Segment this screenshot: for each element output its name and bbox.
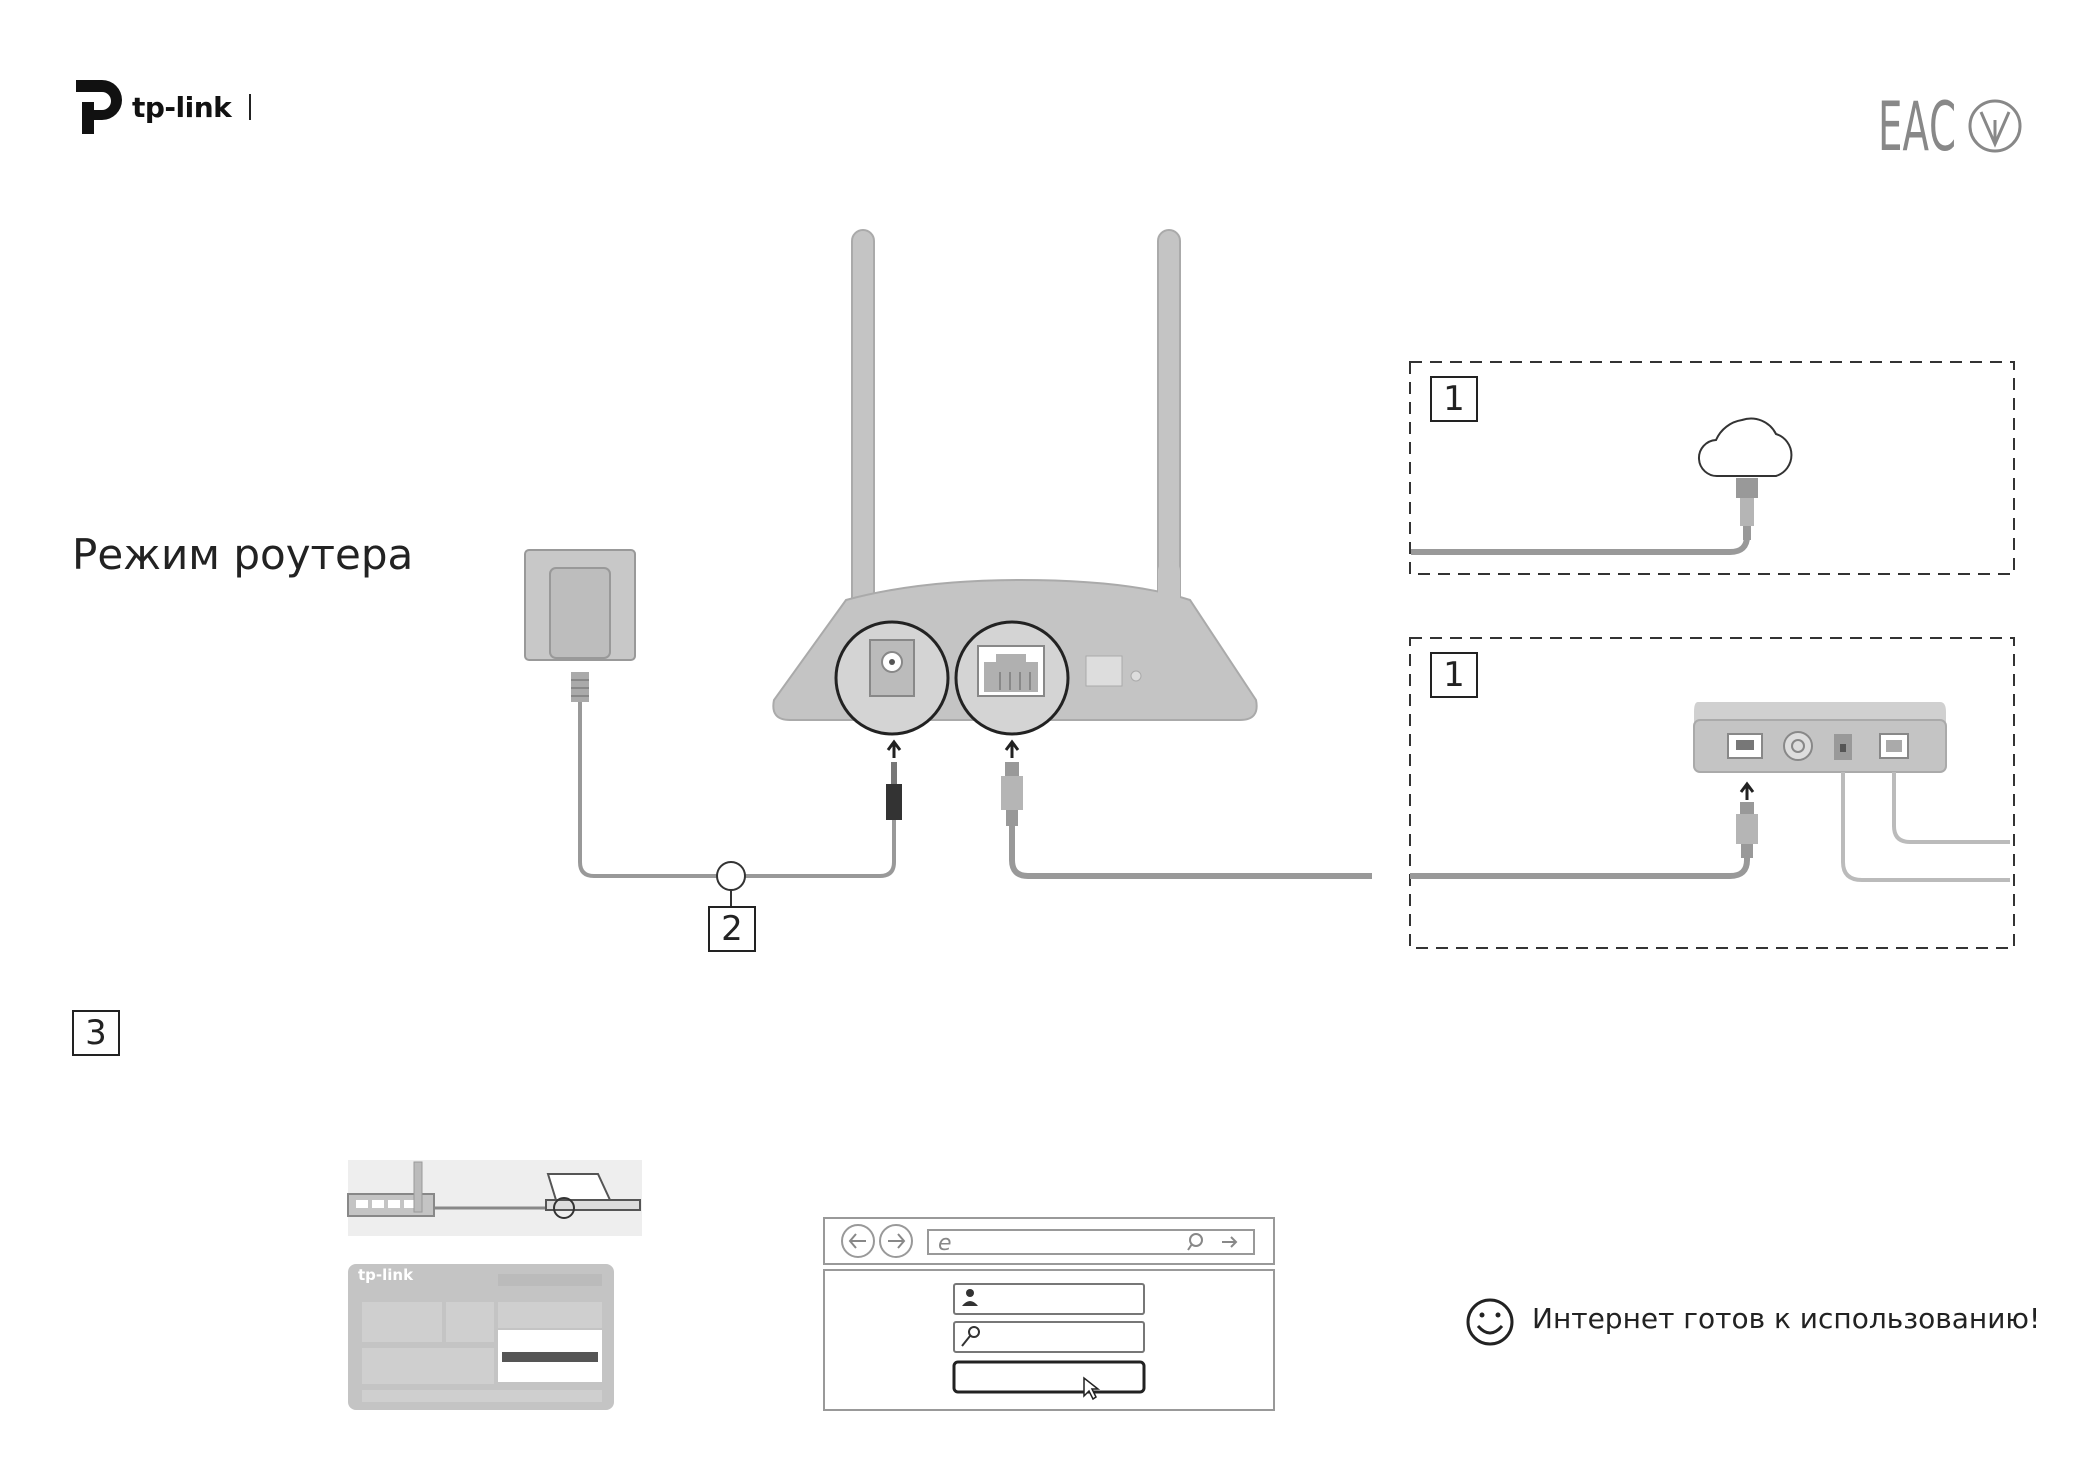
ready-text: Интернет готов к использованию! <box>1532 1302 2041 1335</box>
svg-text:e: e <box>938 1231 952 1256</box>
cloud-cable <box>1411 526 1750 555</box>
cloud-icon <box>1697 417 1793 478</box>
login-card-brand: tp-link <box>358 1266 414 1284</box>
brand-name: tp-link <box>132 90 232 124</box>
ready-message: Интернет готов к использованию! <box>1522 1302 2040 1335</box>
tp-link-logo-icon <box>76 80 122 134</box>
modem-icon <box>1693 702 1947 773</box>
user-icon <box>962 1289 978 1306</box>
step2-marker <box>716 861 746 891</box>
router-wan-port-zoom <box>954 620 1070 736</box>
ethernet-cable-to-modem <box>1410 858 1750 879</box>
cursor-icon <box>1083 1376 1101 1401</box>
router-ethernet-plug <box>1001 762 1023 826</box>
step2-box: 2 <box>708 906 756 952</box>
certification-marks: ЕАС <box>1878 88 2023 167</box>
modem-phone-line <box>1841 772 2010 882</box>
laptop-connection-thumbnail <box>347 1160 642 1236</box>
wan-arrow <box>1004 739 1020 758</box>
power-plug <box>886 762 902 820</box>
step3-box: 3 <box>72 1010 120 1056</box>
step1-internet: 1 <box>1430 376 1478 422</box>
router-label-thumbnail <box>348 1264 614 1410</box>
power-arrow <box>886 739 902 758</box>
ethernet-cable <box>1009 826 1372 879</box>
step1-modem: 1 <box>1430 652 1478 698</box>
browser-thumbnail: e <box>823 1217 1275 1411</box>
modem-ethernet-plug <box>1736 802 1758 858</box>
router-power-port-zoom <box>834 620 950 736</box>
modem-wan-line <box>1892 772 2010 844</box>
power-adapter-icon <box>524 549 636 702</box>
eac-cert-icon: ЕАС <box>1878 88 2022 167</box>
mode-title: Режим роутера <box>72 530 414 579</box>
eac-mark: ЕАС <box>1878 92 1956 156</box>
power-cable <box>578 702 896 878</box>
modem-panel <box>1409 637 2015 949</box>
smiley-icon <box>1466 1298 1514 1346</box>
modem-arrow <box>1739 781 1755 800</box>
brand-logo: tp-link <box>72 78 252 136</box>
logo-separator <box>249 94 252 120</box>
key-icon <box>961 1326 980 1347</box>
internet-panel <box>1409 361 2015 575</box>
